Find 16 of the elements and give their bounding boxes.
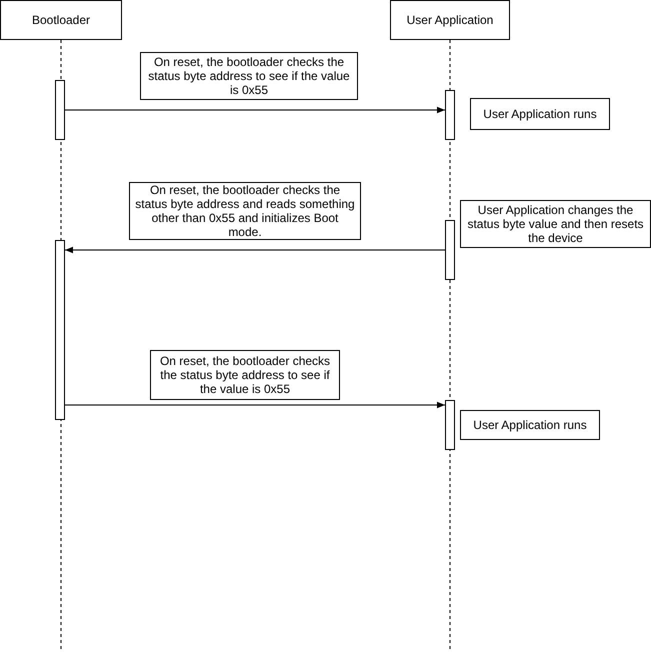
activation-bar [445,400,455,450]
activation-bar [445,220,455,280]
note-box: On reset, the bootloader checks the status byte address to see if the value is 0x55 [140,52,358,100]
participant-box: Bootloader [0,0,122,40]
activation-bar [55,80,65,140]
note-box: User Application runs [470,98,610,130]
message-arrow [64,402,446,408]
participant-box: User Application [390,0,510,40]
activation-bar [445,90,455,140]
note-box: On reset, the bootloader checks the status byte address and reads something other than 0x55 and initializes Boot mode. [129,182,361,240]
message-arrow [64,246,446,254]
note-box: User Application changes the status byte value and then resets the device [460,200,651,248]
activation-bar [55,240,65,420]
note-box: User Application runs [460,410,600,440]
note-box: On reset, the bootloader checks the status byte address to see if the value is 0x55 [150,350,340,400]
message-arrow [64,106,446,114]
